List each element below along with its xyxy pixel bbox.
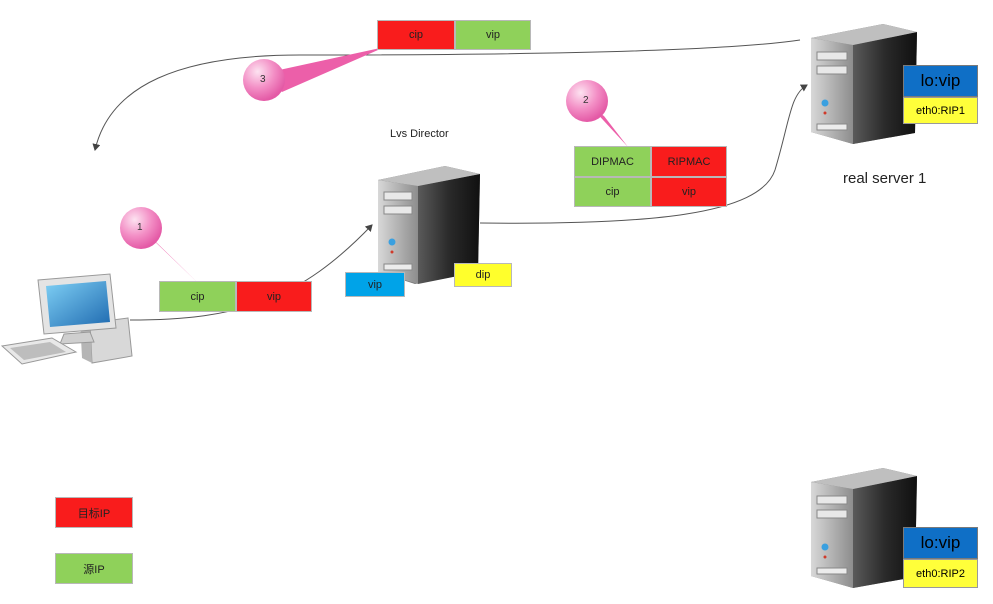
packet-3-src-ip: vip [455,20,531,50]
real-server-1-caption: real server 1 [843,170,927,187]
real-server-1-lo-vip: lo:vip [903,65,978,97]
real-server-2-lo-vip: lo:vip [903,527,978,559]
bubble-2 [566,80,628,147]
bubble-2-label: 2 [583,95,589,106]
real-server-1-icon [811,24,917,144]
director-server-icon [378,166,480,284]
bubble-1 [120,207,198,283]
bubble-1-label: 1 [137,222,143,233]
director-vip-interface: vip [345,272,405,297]
packet-1-src-ip: cip [159,281,236,312]
client-computer-icon [0,273,133,365]
packet-2-dest-ip: vip [651,177,727,207]
bubble-3 [243,47,385,101]
real-server-1-eth0: eth0:RIP1 [903,97,978,124]
real-server-2-eth0: eth0:RIP2 [903,559,978,588]
packet-2-src-ip: cip [574,177,651,207]
arrow-rs1-to-client [92,39,801,151]
packet-3-dest-ip: cip [377,20,455,50]
real-server-2-icon [811,468,917,588]
director-title: Lvs Director [390,128,449,140]
packet-1-dest-ip: vip [236,281,312,312]
director-dip-interface: dip [454,263,512,287]
legend-src-ip: 源IP [55,553,133,584]
bubble-3-label: 3 [260,74,266,85]
arrow-director-to-rs1 [479,84,808,224]
packet-2-dest-mac: RIPMAC [651,146,727,177]
legend-dest-ip: 目标IP [55,497,133,528]
packet-2-src-mac: DIPMAC [574,146,651,177]
